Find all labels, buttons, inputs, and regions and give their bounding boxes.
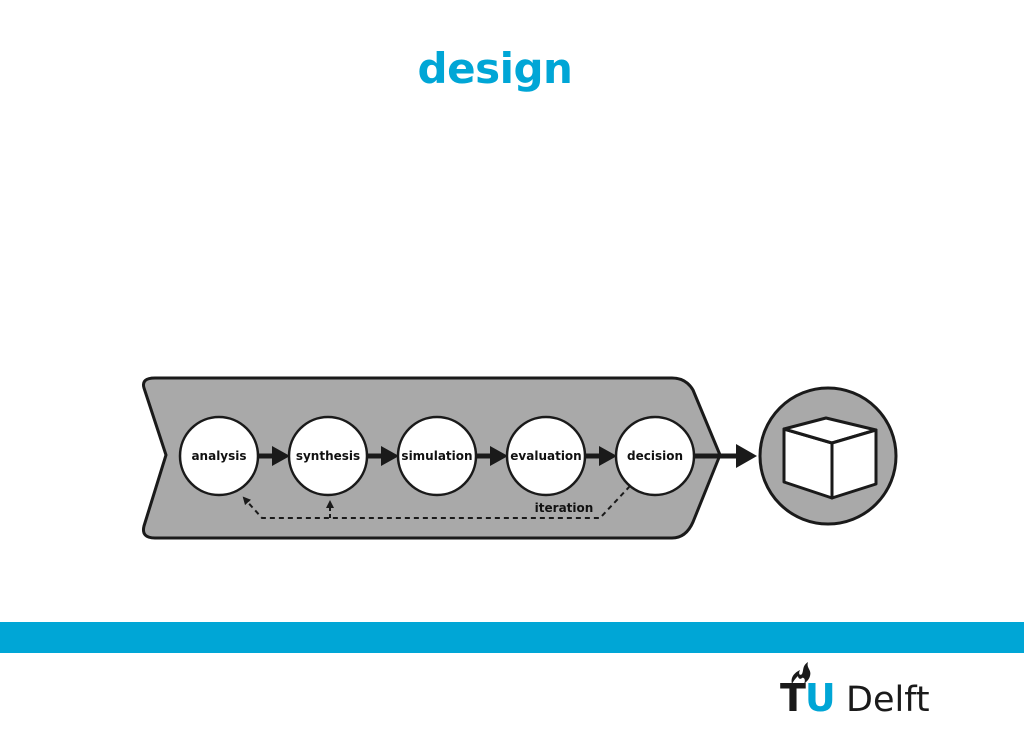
arrow-simulation-evaluation [476,446,508,466]
logo-u: U [804,676,836,720]
logo-t: T [780,676,806,720]
output-product [758,386,898,526]
arrow-synthesis-simulation [367,446,399,466]
node-simulation: simulation [396,415,478,497]
arrow-evaluation-decision [585,446,617,466]
cube-icon [782,416,878,500]
node-label: decision [627,449,683,463]
iteration-feedback: iteration [242,485,631,519]
flame-icon [791,662,811,684]
node-label: simulation [401,449,472,463]
node-label: synthesis [296,449,360,463]
arrow-decision-output [694,444,757,468]
page-title: design [417,44,573,93]
footer-band [0,622,1024,653]
node-evaluation: evaluation [505,415,587,497]
node-synthesis: synthesis [287,415,369,497]
node-decision: decision [614,415,696,497]
logo-delft: Delft [846,680,930,720]
node-label: evaluation [510,449,581,463]
arrow-analysis-synthesis [258,446,290,466]
node-label: analysis [191,449,246,463]
node-analysis: analysis [178,415,260,497]
tu-delft-logo: TU Delft [780,660,940,722]
iteration-label: iteration [535,501,594,515]
flow-arrows [258,444,757,468]
